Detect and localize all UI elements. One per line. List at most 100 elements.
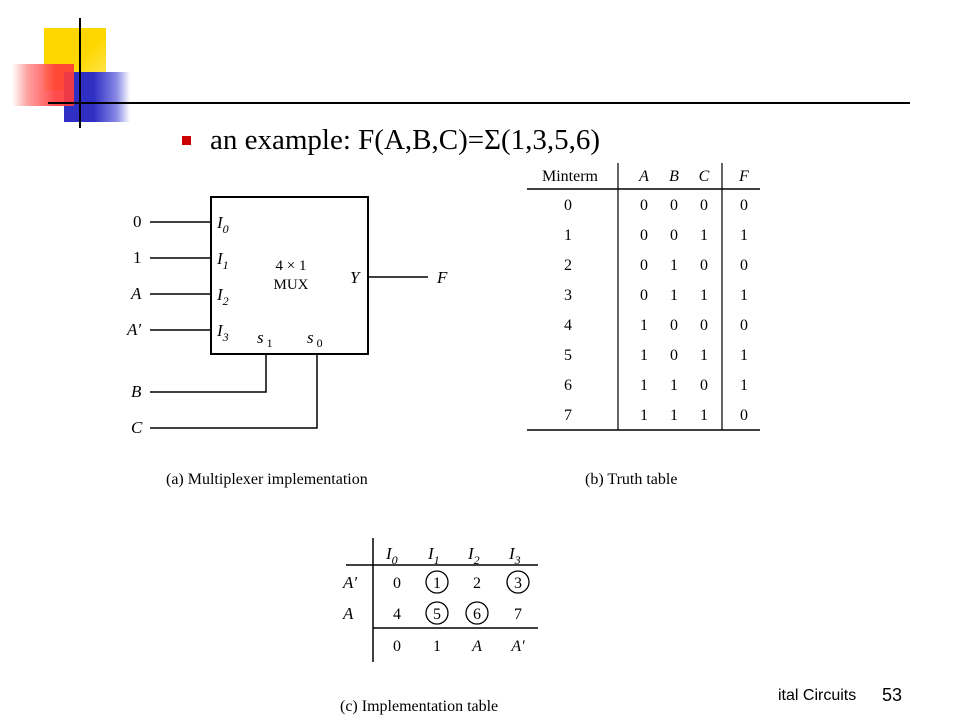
mux-title-line2: MUX: [273, 277, 308, 293]
truth-table-cell: 0: [740, 317, 748, 334]
mux-input-label: 0: [133, 212, 142, 231]
select-line-c: [150, 354, 318, 429]
impl-cell: 4: [393, 606, 401, 623]
truth-table-cell: 7: [564, 407, 572, 424]
truth-table-cell: 1: [670, 377, 678, 394]
mux-select-input: B: [131, 382, 142, 401]
mux-caption: (a) Multiplexer implementation: [166, 471, 368, 488]
impl-cell: 7: [514, 606, 522, 623]
truth-table-cell: 1: [640, 347, 648, 364]
impl-cell-circle: [506, 570, 530, 594]
truth-table-cell: 1: [700, 347, 708, 364]
mux-input-label: 1: [133, 248, 142, 267]
impl-cell-circle: [425, 601, 449, 625]
deco-horizontal-line: [48, 102, 910, 104]
truth-table-header: F: [738, 168, 749, 185]
mux-input-label: A: [130, 284, 142, 303]
truth-table-cell: 1: [640, 407, 648, 424]
truth-table-header: A: [638, 168, 649, 185]
bullet-text: an example: F(A,B,C)=Σ(1,3,5,6): [210, 123, 601, 156]
footer-text: ital Circuits: [778, 687, 857, 704]
truth-table-cell: 1: [740, 377, 748, 394]
select-line-b: [150, 354, 267, 393]
truth-table-cell: 0: [670, 317, 678, 334]
truth-table-cell: 0: [740, 197, 748, 214]
impl-result-cell: A: [471, 638, 482, 655]
truth-table-cell: 1: [740, 227, 748, 244]
truth-table-header: Minterm: [542, 168, 599, 185]
truth-table-header: B: [669, 168, 679, 185]
impl-cell: 2: [473, 575, 481, 592]
truth-table-cell: 4: [564, 317, 572, 334]
impl-cell-circle: [465, 601, 489, 625]
truth-table-cell: 0: [670, 227, 678, 244]
impl-cell: 1: [433, 575, 441, 592]
truth-table-cell: 0: [740, 407, 748, 424]
mux-pin-label: I0: [216, 213, 229, 236]
impl-result-cell: 0: [393, 638, 401, 655]
page-number: 53: [882, 685, 903, 705]
impl-cell: 6: [473, 606, 481, 623]
truth-table-cell: 1: [740, 347, 748, 364]
impl-col-header: I1: [427, 544, 440, 567]
deco-vertical-line: [79, 18, 81, 128]
mux-pin-label: I3: [216, 321, 229, 344]
truth-table-header: C: [699, 168, 710, 185]
bullet-item: an example: F(A,B,C)=Σ(1,3,5,6): [182, 120, 600, 160]
mux-output-label: F: [436, 268, 448, 287]
truth-table-cell: 0: [640, 227, 648, 244]
truth-table-cell: 1: [700, 407, 708, 424]
truth-table-cell: 0: [740, 257, 748, 274]
truth-table-cell: 6: [564, 377, 572, 394]
truth-table-cell: 1: [670, 257, 678, 274]
impl-col-header: I2: [467, 544, 480, 567]
mux-select-input: C: [131, 418, 143, 437]
truth-table-cell: 1: [640, 377, 648, 394]
truth-table-cell: 0: [640, 197, 648, 214]
mux-input-label: A′: [126, 320, 141, 339]
truth-table-cell: 1: [740, 287, 748, 304]
impl-col-header: I0: [385, 544, 398, 567]
truth-table-cell: 0: [640, 257, 648, 274]
impl-cell-circle: [425, 570, 449, 594]
truth-table-cell: 0: [564, 197, 572, 214]
impl-result-cell: 1: [433, 638, 441, 655]
mux-box: [210, 196, 369, 355]
impl-cell: 0: [393, 575, 401, 592]
mux-title-line1: 4 × 1: [276, 258, 307, 274]
truth-table-cell: 3: [564, 287, 572, 304]
deco-blue-square: [64, 72, 130, 122]
truth-table-cell: 1: [564, 227, 572, 244]
truth-table-cell: 0: [640, 287, 648, 304]
truth-table-cell: 1: [640, 317, 648, 334]
deco-red-square: [12, 64, 74, 106]
truth-table-cell: 1: [670, 287, 678, 304]
truth-table-cell: 0: [670, 197, 678, 214]
mux-pin-label: I1: [216, 249, 229, 272]
truth-table-cell: 0: [670, 347, 678, 364]
impl-col-header: I3: [508, 544, 521, 567]
truth-table-cell: 1: [700, 287, 708, 304]
truth-table-caption: (b) Truth table: [585, 471, 677, 488]
mux-pin-label: I2: [216, 285, 229, 308]
truth-table-cell: 0: [700, 257, 708, 274]
impl-row-label: A′: [342, 573, 357, 592]
impl-cell: 3: [514, 575, 522, 592]
impl-table-caption: (c) Implementation table: [340, 698, 498, 715]
truth-table-cell: 0: [700, 317, 708, 334]
truth-table-cell: 1: [700, 227, 708, 244]
impl-row-label: A: [342, 604, 354, 623]
truth-table-cell: 2: [564, 257, 572, 274]
bullet-marker: [182, 135, 191, 145]
truth-table-cell: 1: [670, 407, 678, 424]
truth-table-cell: 5: [564, 347, 572, 364]
truth-table-cell: 0: [700, 197, 708, 214]
mux-output-pin: Y: [350, 268, 361, 287]
